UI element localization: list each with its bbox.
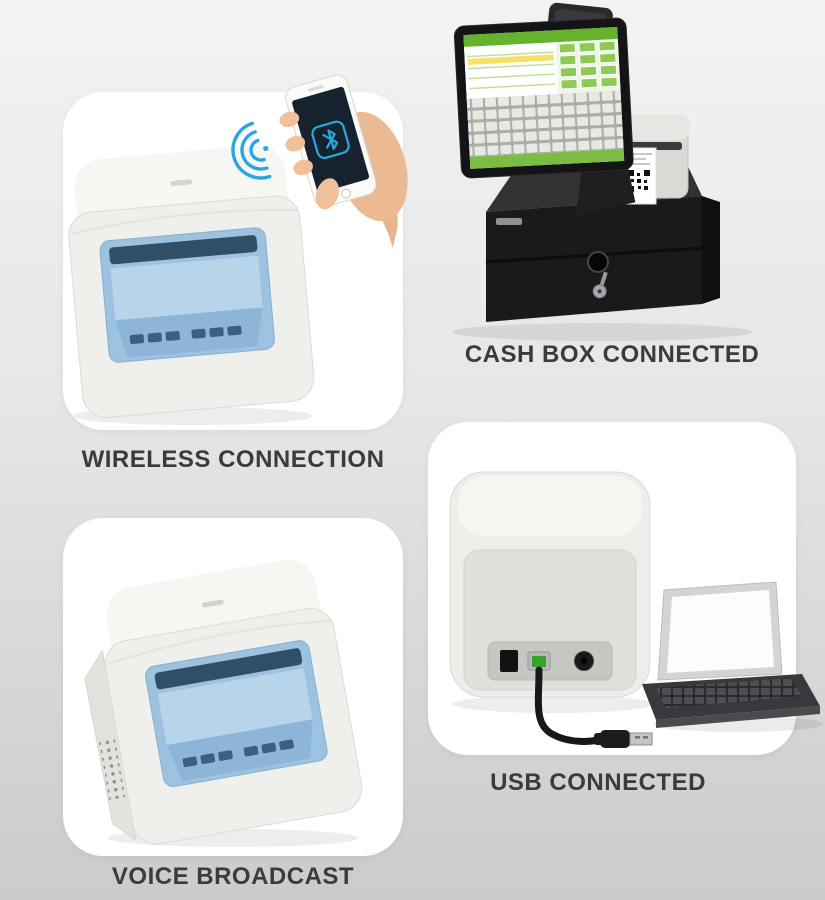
cash-drawer-port bbox=[500, 650, 518, 672]
control-buttons bbox=[129, 325, 242, 345]
printer-edge-line bbox=[106, 619, 331, 666]
speaker-grille bbox=[98, 736, 126, 800]
finger bbox=[279, 111, 300, 128]
caption-usb-connected: USB CONNECTED bbox=[490, 769, 706, 796]
caption-voice-broadcast: VOICE BROADCAST bbox=[111, 863, 355, 890]
usb-plug-icon bbox=[594, 730, 653, 748]
paper-slot bbox=[109, 235, 258, 265]
thumb bbox=[315, 178, 339, 210]
usb-port-tongue bbox=[532, 656, 546, 667]
laptop-front-edge bbox=[656, 706, 820, 728]
drawer-key bbox=[592, 271, 608, 299]
printer-logo-mark bbox=[170, 179, 193, 186]
printer-edge-line bbox=[70, 208, 298, 235]
rear-port-panel bbox=[487, 641, 613, 681]
drawer-brand-plate bbox=[496, 218, 522, 225]
pos-shadow bbox=[452, 323, 752, 341]
usb-cable bbox=[534, 666, 604, 745]
thermal-printer-front bbox=[68, 145, 315, 418]
laptop-display bbox=[667, 590, 774, 673]
keyhole-icon bbox=[587, 251, 609, 273]
pos-header-bar bbox=[463, 27, 618, 48]
drawer-side bbox=[702, 196, 720, 304]
printer-top bbox=[458, 476, 642, 536]
bluetooth-icon bbox=[311, 120, 350, 160]
wireless-signal-icon bbox=[231, 121, 272, 180]
printer-shadow bbox=[453, 695, 653, 713]
pos-terminal bbox=[453, 17, 636, 216]
voice-scene bbox=[84, 559, 363, 847]
home-button bbox=[341, 188, 352, 199]
control-buttons bbox=[182, 739, 294, 768]
paper-exit-recess bbox=[145, 640, 328, 787]
paper-slot bbox=[154, 648, 303, 690]
phone-speaker bbox=[308, 85, 324, 92]
laptop bbox=[642, 581, 820, 728]
finger bbox=[293, 159, 313, 176]
hand-with-phone bbox=[279, 74, 408, 248]
wireless-scene bbox=[68, 74, 408, 425]
qr-code-icon bbox=[628, 170, 650, 192]
caption-wireless-connection: WIRELESS CONNECTION bbox=[81, 446, 385, 473]
pos-screen bbox=[463, 27, 625, 169]
monitor-stand bbox=[575, 157, 636, 216]
pos-footer-bar bbox=[469, 148, 625, 169]
thermal-printer-voice bbox=[84, 559, 363, 845]
paper-exit-recess bbox=[99, 227, 275, 363]
printer-logo-mark bbox=[201, 599, 224, 608]
pos-onscreen-keyboard bbox=[466, 90, 624, 157]
laptop-keyboard bbox=[656, 678, 802, 708]
usb-scene bbox=[449, 471, 823, 748]
cashbox-scene bbox=[452, 2, 752, 341]
finger bbox=[285, 135, 306, 152]
thermal-printer-rear bbox=[449, 471, 653, 748]
caption-cash-box-connected: CASH BOX CONNECTED bbox=[464, 341, 760, 368]
pos-item-list bbox=[464, 42, 559, 99]
power-jack-pin bbox=[580, 657, 588, 665]
